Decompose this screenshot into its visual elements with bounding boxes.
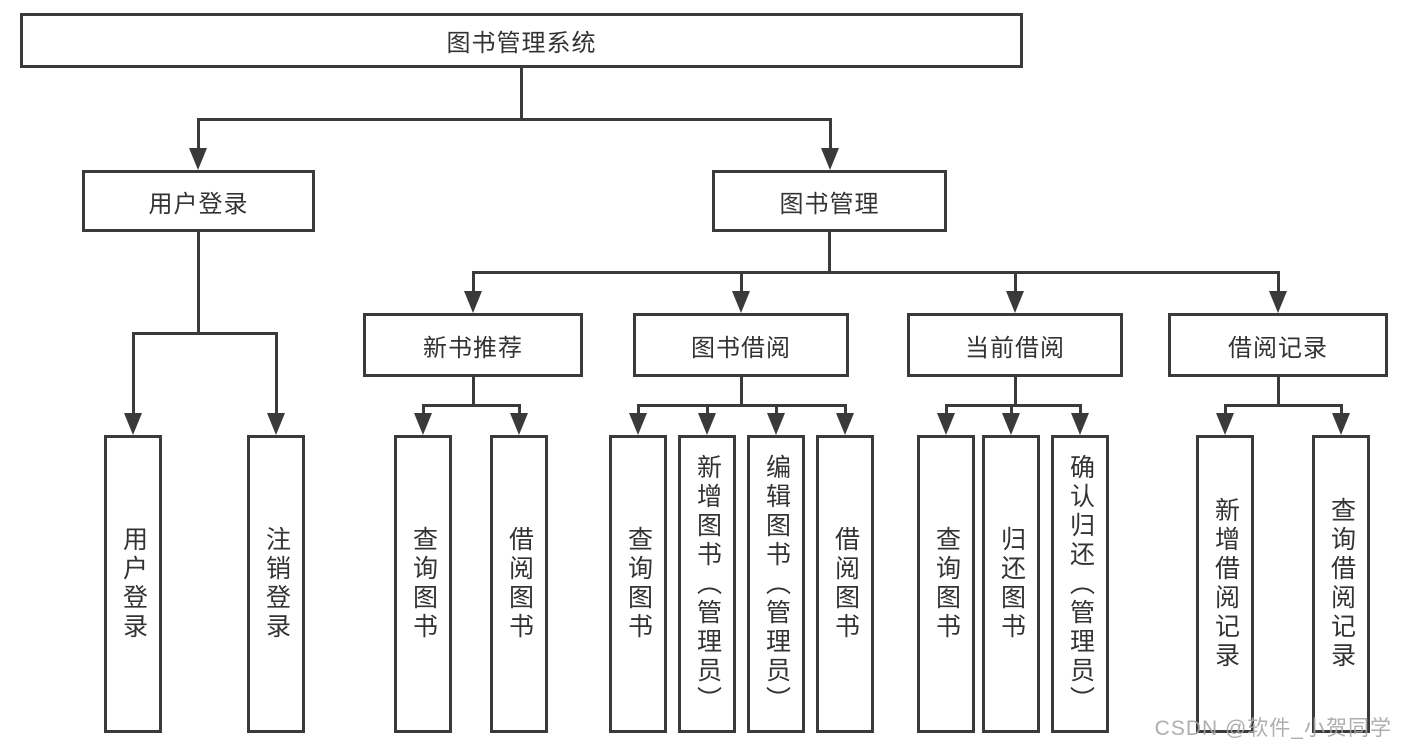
leaf-query-books-recommend: 查询图书 — [394, 435, 452, 733]
arrow-stem — [1224, 404, 1227, 415]
arrowhead-icon — [629, 413, 647, 435]
connector-records-bar — [1224, 404, 1343, 407]
arrow-stem — [518, 404, 521, 415]
connector-borrow-stem — [740, 377, 743, 407]
arrowhead-icon — [1002, 413, 1020, 435]
leaf-query-books-current: 查询图书 — [917, 435, 975, 733]
arrow-stem — [829, 118, 832, 150]
arrow-stem — [775, 404, 778, 415]
arrowhead-icon — [124, 413, 142, 435]
arrowhead-icon — [267, 413, 285, 435]
node-library-system: 图书管理系统 — [20, 13, 1023, 68]
leaf-confirm-return-admin: 确认归还（管理员） — [1051, 435, 1109, 733]
arrow-stem — [1340, 404, 1343, 415]
node-borrow-records: 借阅记录 — [1168, 313, 1388, 377]
arrow-stem — [637, 404, 640, 415]
arrowhead-icon — [414, 413, 432, 435]
connector-root-bar — [197, 118, 831, 121]
connector-current-bar — [945, 404, 1082, 407]
arrowhead-icon — [1216, 413, 1234, 435]
arrow-stem — [1014, 271, 1017, 293]
connector-book-mgmt-stem — [828, 232, 831, 274]
arrowhead-icon — [1006, 291, 1024, 313]
arrowhead-icon — [767, 413, 785, 435]
connector-borrow-bar — [637, 404, 847, 407]
connector-user-login-stem — [197, 232, 200, 335]
leaf-return-books: 归还图书 — [982, 435, 1040, 733]
arrow-stem — [740, 271, 743, 293]
leaf-user-login: 用户登录 — [104, 435, 162, 733]
arrowhead-icon — [510, 413, 528, 435]
connector-root-stem — [520, 68, 523, 120]
arrow-stem — [844, 404, 847, 415]
arrowhead-icon — [937, 413, 955, 435]
connector-recommend-bar — [422, 404, 521, 407]
node-user-login: 用户登录 — [82, 170, 315, 232]
connector-book-mgmt-bar — [472, 271, 1280, 274]
connector-recommend-stem — [472, 377, 475, 407]
leaf-query-borrow-record: 查询借阅记录 — [1312, 435, 1370, 733]
watermark-text: CSDN @软件_小贺同学 — [1154, 717, 1392, 740]
arrow-stem — [945, 404, 948, 415]
arrowhead-icon — [732, 291, 750, 313]
arrow-stem — [706, 404, 709, 415]
arrow-stem — [275, 332, 278, 415]
arrowhead-icon — [1071, 413, 1089, 435]
node-book-borrow: 图书借阅 — [633, 313, 849, 377]
arrowhead-icon — [189, 148, 207, 170]
leaf-add-borrow-record: 新增借阅记录 — [1196, 435, 1254, 733]
arrowhead-icon — [464, 291, 482, 313]
leaf-borrow-books-recommend: 借阅图书 — [490, 435, 548, 733]
connector-records-stem — [1277, 377, 1280, 407]
arrowhead-icon — [821, 148, 839, 170]
arrowhead-icon — [698, 413, 716, 435]
leaf-query-books-borrow: 查询图书 — [609, 435, 667, 733]
arrow-stem — [1010, 404, 1013, 415]
connector-user-login-bar — [132, 332, 278, 335]
connector-current-stem — [1014, 377, 1017, 407]
node-current-borrow: 当前借阅 — [907, 313, 1123, 377]
arrow-stem — [1277, 271, 1280, 293]
arrowhead-icon — [1269, 291, 1287, 313]
leaf-add-book-admin: 新增图书（管理员） — [678, 435, 736, 733]
arrow-stem — [197, 118, 200, 150]
arrow-stem — [472, 271, 475, 293]
leaf-logout: 注销登录 — [247, 435, 305, 733]
arrow-stem — [1079, 404, 1082, 415]
arrowhead-icon — [1332, 413, 1350, 435]
arrow-stem — [422, 404, 425, 415]
node-new-book-recommend: 新书推荐 — [363, 313, 583, 377]
leaf-edit-book-admin: 编辑图书（管理员） — [747, 435, 805, 733]
leaf-borrow-books: 借阅图书 — [816, 435, 874, 733]
arrowhead-icon — [836, 413, 854, 435]
arrow-stem — [132, 332, 135, 415]
node-book-management: 图书管理 — [712, 170, 947, 232]
